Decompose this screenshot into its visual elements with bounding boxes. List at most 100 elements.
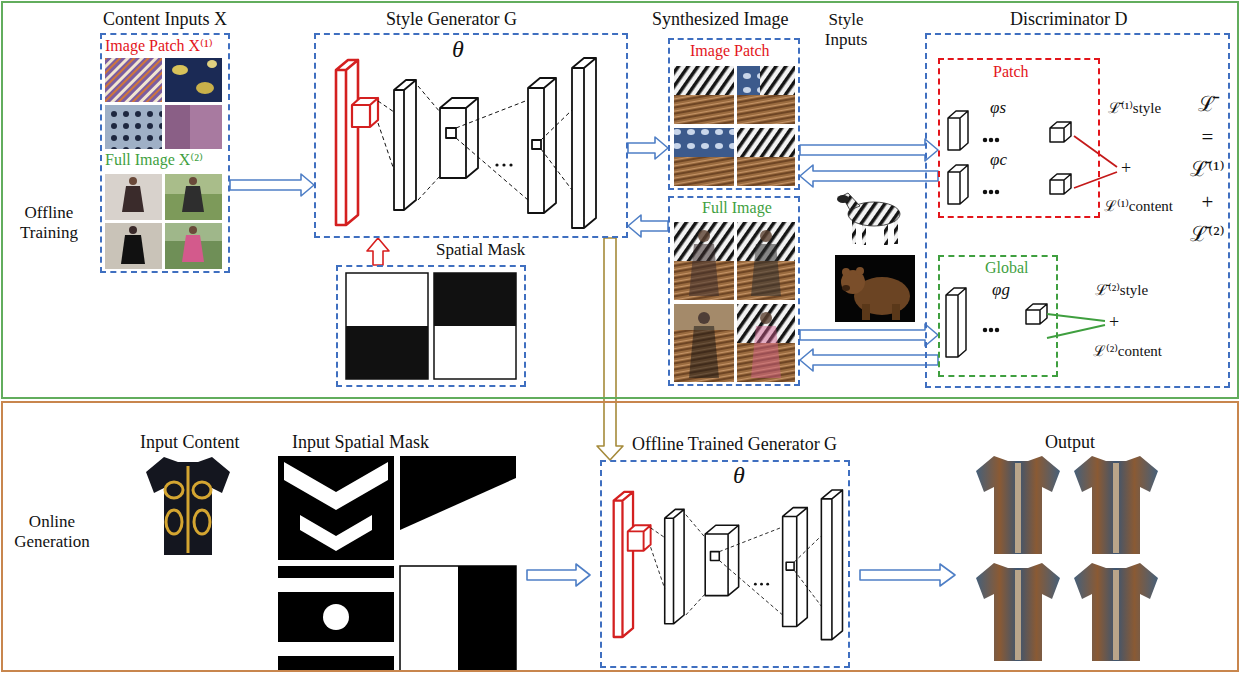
box-text: φg — [992, 280, 1010, 300]
zebra-style-image — [837, 193, 900, 245]
box-text: ℒ̄ = ℒ̄⁽¹⁾ + ℒ̄⁽²⁾ — [1190, 88, 1225, 251]
box-heading: Content Inputs X — [103, 9, 227, 30]
input-mask-images — [278, 642, 394, 656]
flow-arrows — [527, 564, 955, 586]
content-patches — [190, 105, 222, 149]
global-discriminator-layers — [1047, 314, 1105, 338]
zebra-style-image — [837, 195, 849, 203]
content-full-images — [182, 186, 204, 212]
bear-style-image — [835, 255, 915, 322]
synthesized-patches — [760, 66, 795, 95]
trained-generator-box: Offline Trained Generator Gθ — [600, 460, 850, 668]
flow-arrows — [860, 564, 955, 586]
input-tshirt — [146, 457, 230, 555]
box-heading: Discriminator D — [1010, 9, 1127, 30]
patch-discriminator-layers — [1074, 136, 1117, 188]
content-inputs-box: Content Inputs XImage Patch X⁽¹⁾Full Ima… — [100, 33, 230, 273]
synthesized-patches — [737, 66, 795, 95]
global-discriminator-layers — [990, 329, 993, 332]
figure-label: Input Spatial Mask — [292, 432, 429, 453]
box-text: ℒ⁽¹⁾content — [1104, 198, 1173, 215]
training-band: Offline TrainingContent Inputs XImage Pa… — [1, 1, 1239, 399]
figure-label: Output — [1045, 432, 1095, 453]
spatial-mask-images — [434, 273, 516, 326]
synthesized-full-images — [751, 244, 781, 296]
input-mask-images — [284, 462, 388, 510]
content-full-images — [121, 235, 145, 264]
synthesized-full-images — [760, 312, 772, 324]
style-generator-box: Style Generator Gθ — [314, 33, 628, 238]
synthesized-patches — [674, 66, 734, 95]
synthesized-full-images — [698, 230, 710, 242]
synthesized-patches — [674, 66, 795, 186]
input-tshirt — [146, 457, 230, 555]
bear-style-image — [856, 267, 864, 275]
content-full-images — [122, 186, 144, 212]
synthesized-full-images — [751, 326, 781, 378]
bear-style-image — [862, 304, 870, 320]
box-text: φs — [990, 98, 1006, 118]
output-tshirts — [1074, 563, 1158, 661]
box-text: Online Generation — [6, 512, 98, 551]
figure-label: Style Inputs — [815, 10, 877, 49]
generator-network — [336, 58, 596, 228]
global-discriminator-layers — [946, 288, 966, 357]
box-text: θ — [452, 36, 464, 64]
block-arrow — [800, 324, 938, 346]
output-tshirts — [1113, 463, 1119, 553]
content-patches — [172, 65, 188, 75]
global-discriminator-layers — [1026, 304, 1047, 324]
content-patches — [165, 58, 222, 102]
output-tshirts — [1074, 456, 1158, 554]
input-mask-images — [400, 478, 516, 560]
patch-discriminator-layers — [948, 165, 968, 204]
box-text: + — [1121, 158, 1131, 179]
spatial-mask-images — [434, 273, 516, 379]
global-discriminator-layers — [996, 329, 999, 332]
block-arrow — [628, 137, 668, 159]
box-text: Full Image — [702, 199, 772, 217]
patch-discriminator-layers — [984, 139, 987, 142]
block-arrow — [597, 238, 623, 460]
content-full-images — [189, 177, 197, 185]
box-text: + — [1109, 312, 1119, 333]
box-text: Image Patch — [690, 42, 770, 60]
content-patches — [105, 58, 162, 102]
input-mask-images — [400, 456, 516, 560]
zebra-style-image — [894, 220, 898, 244]
block-arrow — [367, 238, 389, 265]
input-mask-images — [278, 456, 516, 671]
synthesized-full-images — [689, 244, 719, 296]
patch-discriminator-layers — [948, 111, 1117, 204]
input-mask-images — [400, 566, 516, 671]
box-text: φc — [990, 150, 1007, 170]
block-arrow — [800, 165, 938, 187]
output-tshirts — [976, 456, 1060, 554]
bear-style-image — [892, 304, 900, 320]
input-mask-images — [323, 604, 349, 630]
synthesized-patches — [674, 157, 734, 186]
spatial-mask-images — [346, 273, 516, 379]
bear-style-image — [842, 285, 850, 291]
box-text: Global — [985, 259, 1029, 277]
zebra-style-image — [884, 222, 888, 245]
block-arrow — [800, 139, 938, 161]
content-full-images — [165, 223, 222, 269]
synthesized-patches — [674, 128, 734, 157]
content-full-images — [129, 177, 137, 185]
content-patches — [165, 105, 222, 149]
generator-network — [614, 490, 843, 640]
synthesized-full-images — [674, 304, 734, 382]
block-arrow — [628, 215, 668, 237]
input-mask-images — [458, 566, 516, 671]
content-full-images — [189, 226, 197, 234]
spatial-mask-images — [346, 273, 428, 379]
input-tshirt — [187, 466, 190, 553]
output-tshirts — [1113, 570, 1119, 660]
global-discriminator-layers — [984, 329, 987, 332]
patch-discriminator-layers — [996, 191, 999, 194]
patch-discriminator-layers — [996, 139, 999, 142]
bear-style-image — [842, 268, 850, 276]
box-text: Offline Training — [8, 203, 90, 242]
